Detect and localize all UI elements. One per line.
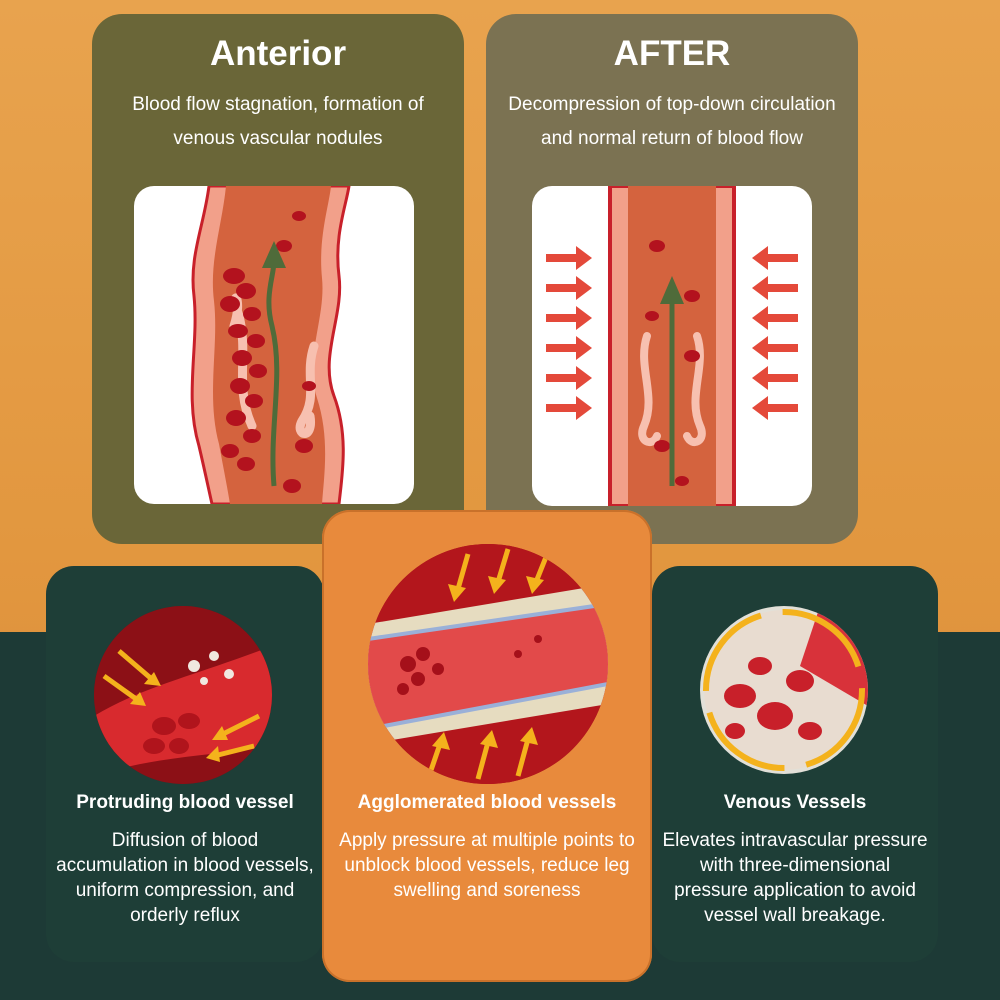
feature-text: Diffusion of blood accumulation in blood… [56, 830, 314, 926]
before-card: Anterior Blood flow stagnation, formatio… [92, 14, 464, 544]
feature-title: Agglomerated blood vessels [357, 792, 617, 813]
feature-title: Venous Vessels [723, 792, 867, 813]
protruding-vessel-image [94, 606, 272, 784]
after-description: Decompression of top-down circulation an… [508, 94, 836, 149]
varicose-vein-illustration [134, 186, 414, 504]
agglomerated-vessel-image [368, 544, 608, 784]
before-description: Blood flow stagnation, formation of veno… [132, 94, 424, 149]
feature-text: Apply pressure at multiple points to unb… [339, 830, 635, 901]
after-title: AFTER [613, 34, 731, 73]
feature-card-venous: Venous Vessels Elevates intravascular pr… [652, 566, 938, 962]
feature-card-agglomerated: Agglomerated blood vessels Apply pressur… [322, 510, 652, 982]
venous-vessel-image [700, 606, 868, 774]
feature-card-protruding: Protruding blood vessel Diffusion of blo… [46, 566, 324, 962]
after-card: AFTER Decompression of top-down circulat… [486, 14, 858, 544]
feature-title: Protruding blood vessel [76, 792, 294, 813]
before-title: Anterior [209, 34, 347, 73]
feature-text: Elevates intravascular pressure with thr… [662, 830, 928, 926]
healthy-vein-illustration [532, 186, 812, 506]
